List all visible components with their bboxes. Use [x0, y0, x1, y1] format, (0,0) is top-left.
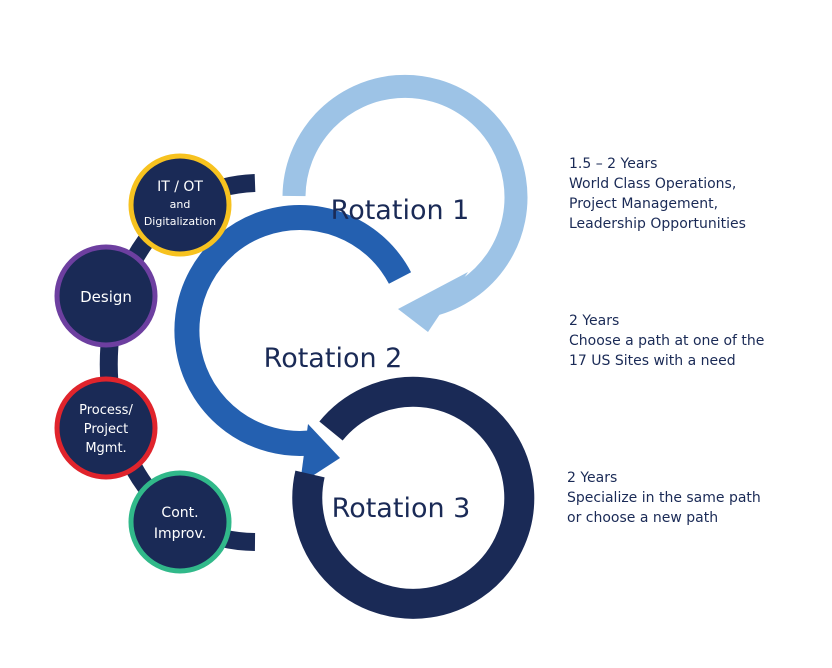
node-process-line1: Process/: [79, 403, 133, 418]
rotation-2-detail-1: Choose a path at one of the: [569, 333, 765, 349]
rotation-1-label: Rotation 1: [331, 195, 470, 226]
rotation-1-detail-1: World Class Operations,: [569, 176, 737, 192]
node-improv-line1: Cont.: [161, 505, 198, 521]
rotation-1-detail-3: Leadership Opportunities: [569, 216, 746, 232]
rotation-3-detail-1: Specialize in the same path: [567, 490, 761, 506]
rotation-1-description: 1.5 – 2 Years World Class Operations, Pr…: [569, 154, 746, 234]
node-it-ot: IT / OT and Digitalization: [128, 153, 232, 257]
rotation-2-description: 2 Years Choose a path at one of the 17 U…: [569, 311, 764, 371]
rotation-3-duration: 2 Years: [567, 470, 618, 486]
rotation-1-detail-2: Project Management,: [569, 196, 719, 212]
node-process-line3: Mgmt.: [85, 441, 126, 456]
rotation-2-arrow: [174, 204, 412, 484]
rotation-1-duration: 1.5 – 2 Years: [569, 156, 658, 172]
node-design: Design: [54, 244, 158, 348]
rotation-1-arrow: [282, 74, 528, 332]
node-it-ot-line1: IT / OT: [157, 179, 203, 195]
node-process-line2: Project: [84, 422, 128, 437]
rotation-2-label: Rotation 2: [264, 343, 403, 374]
node-it-ot-line3: Digitalization: [144, 215, 216, 228]
node-design-line1: Design: [80, 288, 132, 306]
rotation-3-description: 2 Years Specialize in the same path or c…: [567, 468, 761, 528]
rotation-3-detail-2: or choose a new path: [567, 510, 719, 526]
rotation-3-ring: [292, 376, 535, 619]
rotation-2-duration: 2 Years: [569, 313, 620, 329]
node-it-ot-line2: and: [170, 198, 191, 211]
rotation-2-detail-2: 17 US Sites with a need: [569, 353, 736, 369]
node-improv: Cont. Improv.: [128, 470, 232, 574]
node-process: Process/ Project Mgmt.: [54, 376, 158, 480]
node-improv-line2: Improv.: [154, 526, 206, 542]
rotation-3-label: Rotation 3: [332, 493, 471, 524]
